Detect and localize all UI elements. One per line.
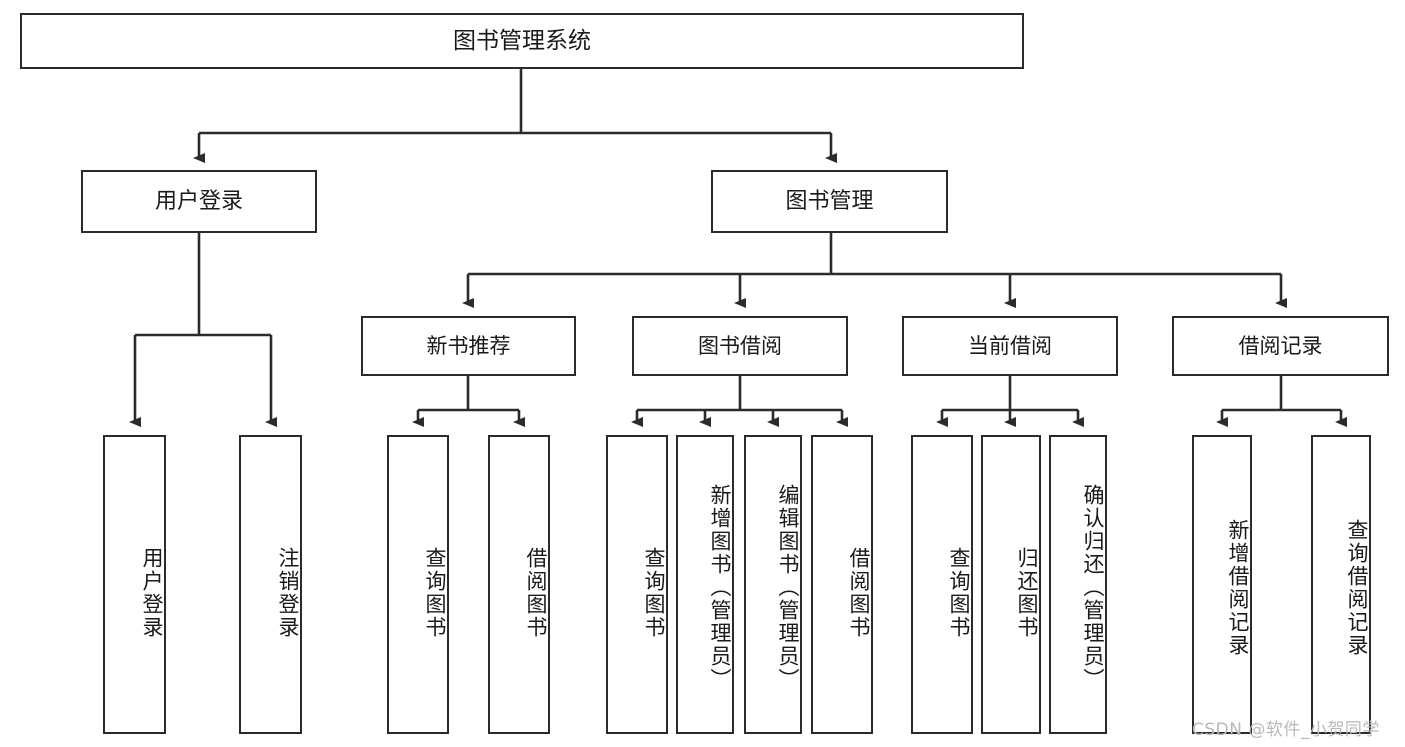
node-borrow-record[interactable]: 借阅记录 — [1172, 316, 1389, 376]
leaf-current-borrow-query[interactable]: 查询图书 — [911, 435, 973, 734]
node-book-management[interactable]: 图书管理 — [711, 170, 948, 233]
node-label: 新增借阅记录 — [1226, 518, 1250, 657]
leaf-current-borrow-return[interactable]: 归还图书 — [981, 435, 1041, 734]
csdn-watermark: CSDN @软件_小贺同学 — [1192, 720, 1380, 740]
node-label: 查询图书 — [423, 546, 447, 639]
node-label: 图书管理系统 — [453, 27, 591, 54]
node-label: 新增图书（管理员） — [708, 484, 732, 691]
node-label: 图书管理 — [785, 188, 874, 214]
node-book-borrow[interactable]: 图书借阅 — [632, 316, 848, 376]
node-label: 确认归还（管理员） — [1081, 484, 1105, 691]
node-label: 当前借阅 — [968, 333, 1052, 358]
node-label: 用户登录 — [154, 188, 243, 214]
leaf-user-login-login[interactable]: 用户登录 — [103, 435, 166, 734]
node-label: 借阅图书 — [524, 546, 548, 639]
leaf-new-book-query[interactable]: 查询图书 — [387, 435, 449, 734]
leaf-borrow-record-add[interactable]: 新增借阅记录 — [1192, 435, 1252, 734]
node-label: 注销登录 — [276, 546, 300, 639]
node-new-book-recommend[interactable]: 新书推荐 — [361, 316, 576, 376]
node-user-login[interactable]: 用户登录 — [81, 170, 317, 233]
leaf-book-borrow-add[interactable]: 新增图书（管理员） — [676, 435, 734, 734]
node-root-book-management-system[interactable]: 图书管理系统 — [20, 13, 1024, 69]
leaf-new-book-borrow[interactable]: 借阅图书 — [488, 435, 550, 734]
node-label: 查询图书 — [642, 546, 666, 639]
leaf-current-borrow-confirm-return[interactable]: 确认归还（管理员） — [1049, 435, 1107, 734]
node-current-borrow[interactable]: 当前借阅 — [902, 316, 1118, 376]
node-label: 归还图书 — [1015, 546, 1039, 639]
leaf-book-borrow-query[interactable]: 查询图书 — [606, 435, 668, 734]
node-label: 查询借阅记录 — [1345, 518, 1369, 657]
leaf-book-borrow-edit[interactable]: 编辑图书（管理员） — [744, 435, 802, 734]
node-label: 借阅图书 — [847, 546, 871, 639]
node-label: 新书推荐 — [426, 333, 511, 358]
node-label: 编辑图书（管理员） — [776, 484, 800, 691]
node-label: 查询图书 — [947, 546, 971, 639]
leaf-user-login-logout[interactable]: 注销登录 — [239, 435, 302, 734]
leaf-borrow-record-query[interactable]: 查询借阅记录 — [1311, 435, 1371, 734]
node-label: 图书借阅 — [698, 333, 782, 358]
node-label: 借阅记录 — [1238, 333, 1323, 358]
leaf-book-borrow-borrow[interactable]: 借阅图书 — [811, 435, 873, 734]
node-label: 用户登录 — [140, 546, 164, 639]
